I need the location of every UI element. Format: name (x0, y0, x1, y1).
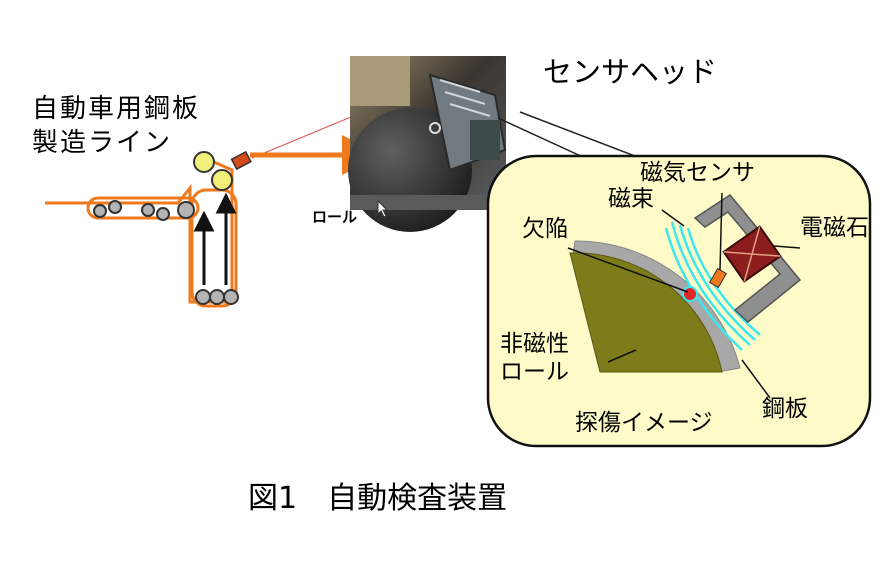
connector-line-1 (497, 117, 586, 159)
leader-lines (567, 192, 801, 399)
electromagnet-yoke (693, 194, 802, 323)
defect-label: 欠陥 (522, 216, 568, 242)
magnetic-sensor-label: 磁気センサ (640, 160, 755, 186)
figure-caption: 図1 自動検査装置 (248, 481, 508, 516)
magnetic-flux-label: 磁束 (608, 186, 654, 212)
line-rollers (93, 200, 239, 305)
production-line (45, 150, 252, 308)
line-label-1: 自動車用鋼板 (32, 94, 201, 124)
line-label-2: 製造ライン (32, 128, 173, 158)
electromagnet-coil (722, 225, 782, 283)
electromagnet-label: 電磁石 (800, 215, 869, 241)
strip-vertical-loop (190, 188, 238, 308)
inspection-image-label: 探傷イメージ (575, 410, 713, 436)
magnetic-sensor (708, 267, 728, 289)
yellow-roller-1 (193, 151, 215, 173)
nonmagnetic-roll-sector (569, 252, 723, 373)
sensor-photo (348, 56, 507, 232)
yellow-roller-2 (211, 169, 233, 191)
connector-line-2 (519, 111, 641, 159)
steel-strip (45, 153, 234, 304)
nonmagnetic-roll-label-1: 非磁性 (500, 331, 569, 357)
steel-plate-label: 鋼板 (762, 396, 808, 422)
defect-mark (682, 286, 698, 302)
nonmagnetic-roll-label-2: ロール (500, 359, 569, 385)
sensor-marker (230, 150, 252, 171)
roll-label: ロール (312, 208, 358, 226)
sensor-head-label: センサヘッド (543, 55, 718, 89)
up-arrows (193, 192, 237, 285)
strip-loop (86, 196, 200, 220)
cursor-icon (377, 199, 389, 218)
inspection-inset (486, 154, 872, 448)
